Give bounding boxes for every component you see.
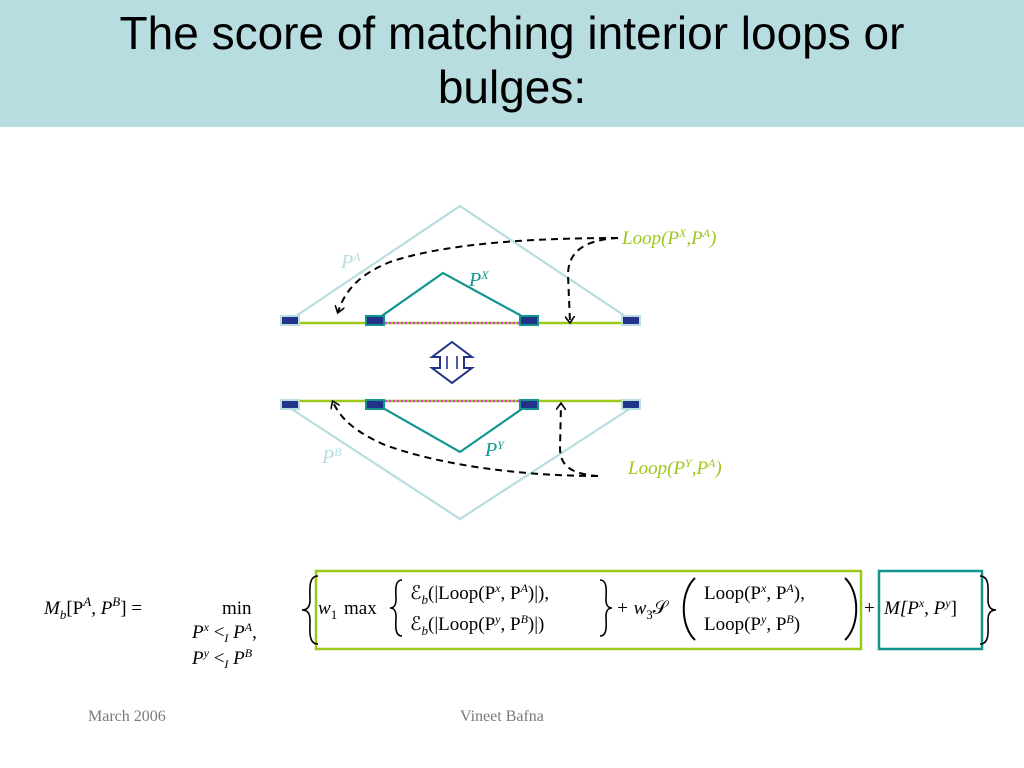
label-loop-top: Loop(PX,PA) <box>621 226 716 249</box>
formula-energy-1: ℰb(|Loop(Px, PA)|), <box>410 581 549 607</box>
formula-plus: + <box>864 598 875 619</box>
label-loop-bottom: Loop(PY,PA) <box>627 456 722 479</box>
formula-w3: + w3𝒮 <box>616 598 670 622</box>
pa-outer-stem <box>289 204 632 321</box>
top-pair-inner-right <box>519 315 539 326</box>
title-line-2: bulges: <box>437 61 587 113</box>
pb-outer-stem <box>289 407 632 521</box>
bottom-pair-inner-right <box>519 399 539 410</box>
title-line-1: The score of matching interior loops or <box>119 7 905 59</box>
slide-title: The score of matching interior loops or … <box>0 6 1024 114</box>
outer-right-brace <box>979 575 997 645</box>
py-inner-stem <box>375 403 530 454</box>
label-pa: PA <box>340 250 361 273</box>
top-loop-arrow-right <box>568 237 619 322</box>
bottom-pair-outer-right <box>621 399 641 410</box>
s-right-paren <box>844 577 858 641</box>
footer-author: Vineet Bafna <box>460 708 544 725</box>
label-pb: PB <box>321 445 342 468</box>
formula-energy-2: ℰb(|Loop(Py, PB)|) <box>410 612 544 638</box>
title-bar <box>0 0 1024 127</box>
bottom-pair-outer-left <box>280 399 300 410</box>
bottom-loop-arrow-left <box>333 402 599 477</box>
max-left-brace <box>389 579 403 637</box>
formula-min: min <box>222 598 252 619</box>
formula-cond-1: Px <I PA, <box>191 620 257 645</box>
label-px: PX <box>468 268 489 291</box>
loop-score-box <box>314 569 863 651</box>
s-left-paren <box>682 577 696 641</box>
top-pair-outer-left <box>280 315 300 326</box>
formula-cond-2: Py <I PB <box>191 646 253 671</box>
top-loop-arrow-left <box>338 237 619 312</box>
formula-max: max <box>344 598 377 619</box>
footer-date: March 2006 <box>88 708 166 725</box>
formula-struct-2: Loop(Py, PB) <box>704 612 800 635</box>
max-right-brace <box>599 579 613 637</box>
formula-stem-score: M[Px, Py] <box>883 596 957 619</box>
stem-score-box <box>877 569 984 651</box>
px-inner-stem <box>375 271 530 321</box>
outer-left-brace <box>301 575 319 645</box>
formula-struct-1: Loop(Px, PA), <box>704 581 805 604</box>
formula-lhs: Mb[PA, PB] = <box>43 594 142 622</box>
bottom-pair-inner-left <box>365 399 385 410</box>
double-arrow-icon <box>429 340 475 385</box>
bottom-loop-arrow-right <box>560 404 599 477</box>
label-py: PY <box>484 438 505 461</box>
top-pair-inner-left <box>365 315 385 326</box>
formula-w1: w1 <box>318 598 337 622</box>
top-pair-outer-right <box>621 315 641 326</box>
